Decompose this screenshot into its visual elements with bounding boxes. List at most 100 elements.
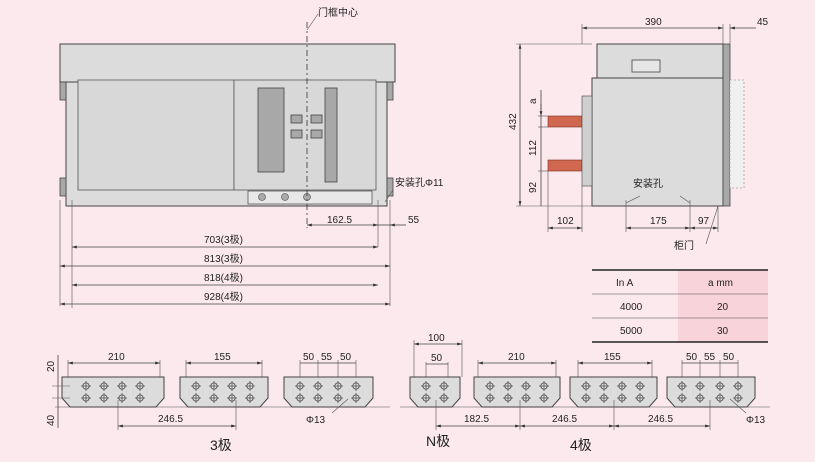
bolt-hole-icon <box>81 381 91 391</box>
bolt-hole-icon <box>351 393 361 403</box>
bolt-hole-icon <box>521 381 531 391</box>
dim-155-3p: 155 <box>214 352 231 363</box>
terminals-3pole: 210 155 50 55 50 20 40 246.5 Φ13 3极 <box>46 352 390 453</box>
table-cell-5000: 5000 <box>620 326 643 337</box>
dim-50-3p-a: 50 <box>303 352 315 363</box>
dim-45: 45 <box>757 17 769 28</box>
bolt-hole-icon <box>333 381 343 391</box>
dim-246-5-4p-a: 246.5 <box>552 414 577 425</box>
knob-2 <box>281 193 289 201</box>
knob-1 <box>258 193 266 201</box>
side-label-plate <box>631 59 661 73</box>
side-hole-label: 安装孔 <box>633 177 663 190</box>
right-ear-bottom <box>386 177 394 197</box>
door-leader <box>705 205 719 245</box>
busbar-bottom <box>547 159 583 172</box>
hole-3p-label: Φ13 <box>306 415 326 426</box>
dim-162-5: 162.5 <box>327 215 352 226</box>
table-cell-30: 30 <box>717 326 729 337</box>
bolt-hole-icon <box>539 393 549 403</box>
dim-55-3p: 55 <box>321 352 333 363</box>
bolt-hole-icon <box>227 393 237 403</box>
dim-432: 432 <box>508 113 519 130</box>
bolt-hole-icon <box>99 381 109 391</box>
terminal-block-4p-3 <box>666 376 756 408</box>
terminal-block-4p-1 <box>473 376 561 408</box>
dim-155-4p: 155 <box>604 352 621 363</box>
bolt-hole-icon <box>581 381 591 391</box>
window-left <box>257 87 285 173</box>
dim-210-4p: 210 <box>508 352 525 363</box>
bolt-hole-icon <box>439 393 449 403</box>
bolt-hole-icon <box>503 393 513 403</box>
bolt-hole-icon <box>733 381 743 391</box>
dim-55-4p: 55 <box>704 352 716 363</box>
dim-112: 112 <box>528 140 539 156</box>
button-4 <box>310 129 323 139</box>
bolt-hole-icon <box>439 381 449 391</box>
terminal-block-3p-3 <box>283 376 374 408</box>
bolt-hole-icon <box>81 393 91 403</box>
bolt-hole-icon <box>485 393 495 403</box>
busbar-top <box>547 115 583 128</box>
left-ear-bottom <box>59 177 67 197</box>
bolt-hole-icon <box>521 393 531 403</box>
bolt-hole-icon <box>715 393 725 403</box>
label-4-pole: 4极 <box>570 437 592 453</box>
door-center-label: 门框中心 <box>318 6 358 19</box>
label-n-pole: N极 <box>426 433 450 449</box>
table-highlight <box>678 270 768 342</box>
mounting-hole-label: 安装孔Φ11 <box>395 176 444 189</box>
hole-3p-leader <box>331 398 349 414</box>
hole-leader <box>384 189 394 203</box>
bolt-hole-icon <box>191 381 201 391</box>
bolt-hole-icon <box>695 381 705 391</box>
bolt-hole-icon <box>635 393 645 403</box>
bolt-hole-icon <box>539 381 549 391</box>
bolt-hole-icon <box>715 381 725 391</box>
front-top-frame <box>59 43 396 83</box>
dim-55: 55 <box>408 215 420 226</box>
side-door-plate <box>722 43 731 207</box>
label-3-pole: 3极 <box>210 437 232 453</box>
hole-4p-leader <box>729 398 747 414</box>
dim-246-5-4p-b: 246.5 <box>648 414 673 425</box>
terminal-block-3p-2 <box>179 376 269 408</box>
side-view: 柜门 安装孔 390 45 432 a 112 92 102 175 97 <box>508 17 769 252</box>
side-handle <box>729 79 745 189</box>
bolt-hole-icon <box>503 381 513 391</box>
door-center-leader <box>306 13 319 31</box>
rating-table: In A a mm 4000 20 5000 30 <box>592 269 768 343</box>
bolt-hole-icon <box>117 393 127 403</box>
bolt-hole-icon <box>677 381 687 391</box>
dim-97: 97 <box>698 216 710 227</box>
bolt-hole-icon <box>421 381 431 391</box>
front-view: 门框中心 安装孔Φ11 162.5 55 703(3极) 813(3极) 818… <box>59 6 444 308</box>
dim-818: 818(4极) <box>204 271 243 284</box>
bolt-hole-icon <box>227 381 237 391</box>
dim-50-3p-b: 50 <box>340 352 352 363</box>
dim-102: 102 <box>557 216 574 227</box>
bolt-hole-icon <box>191 393 201 403</box>
right-ear-top <box>386 81 394 101</box>
front-left-panel <box>77 79 235 191</box>
dim-390: 390 <box>645 17 662 28</box>
table-header-in: In A <box>616 278 634 289</box>
dim-210-3p: 210 <box>108 352 125 363</box>
dim-175: 175 <box>650 216 667 227</box>
dim-20: 20 <box>46 360 57 372</box>
bolt-hole-icon <box>421 393 431 403</box>
terminal-block-4p-2 <box>569 376 658 408</box>
table-cell-4000: 4000 <box>620 302 643 313</box>
bolt-hole-icon <box>599 381 609 391</box>
bolt-hole-icon <box>333 393 343 403</box>
bolt-hole-icon <box>295 393 305 403</box>
bolt-hole-icon <box>245 381 255 391</box>
table-cell-20: 20 <box>717 302 729 313</box>
bolt-hole-icon <box>209 381 219 391</box>
left-ear-top <box>59 81 67 101</box>
hole-leader-left <box>625 195 641 204</box>
dim-246-5-3p: 246.5 <box>158 414 183 425</box>
